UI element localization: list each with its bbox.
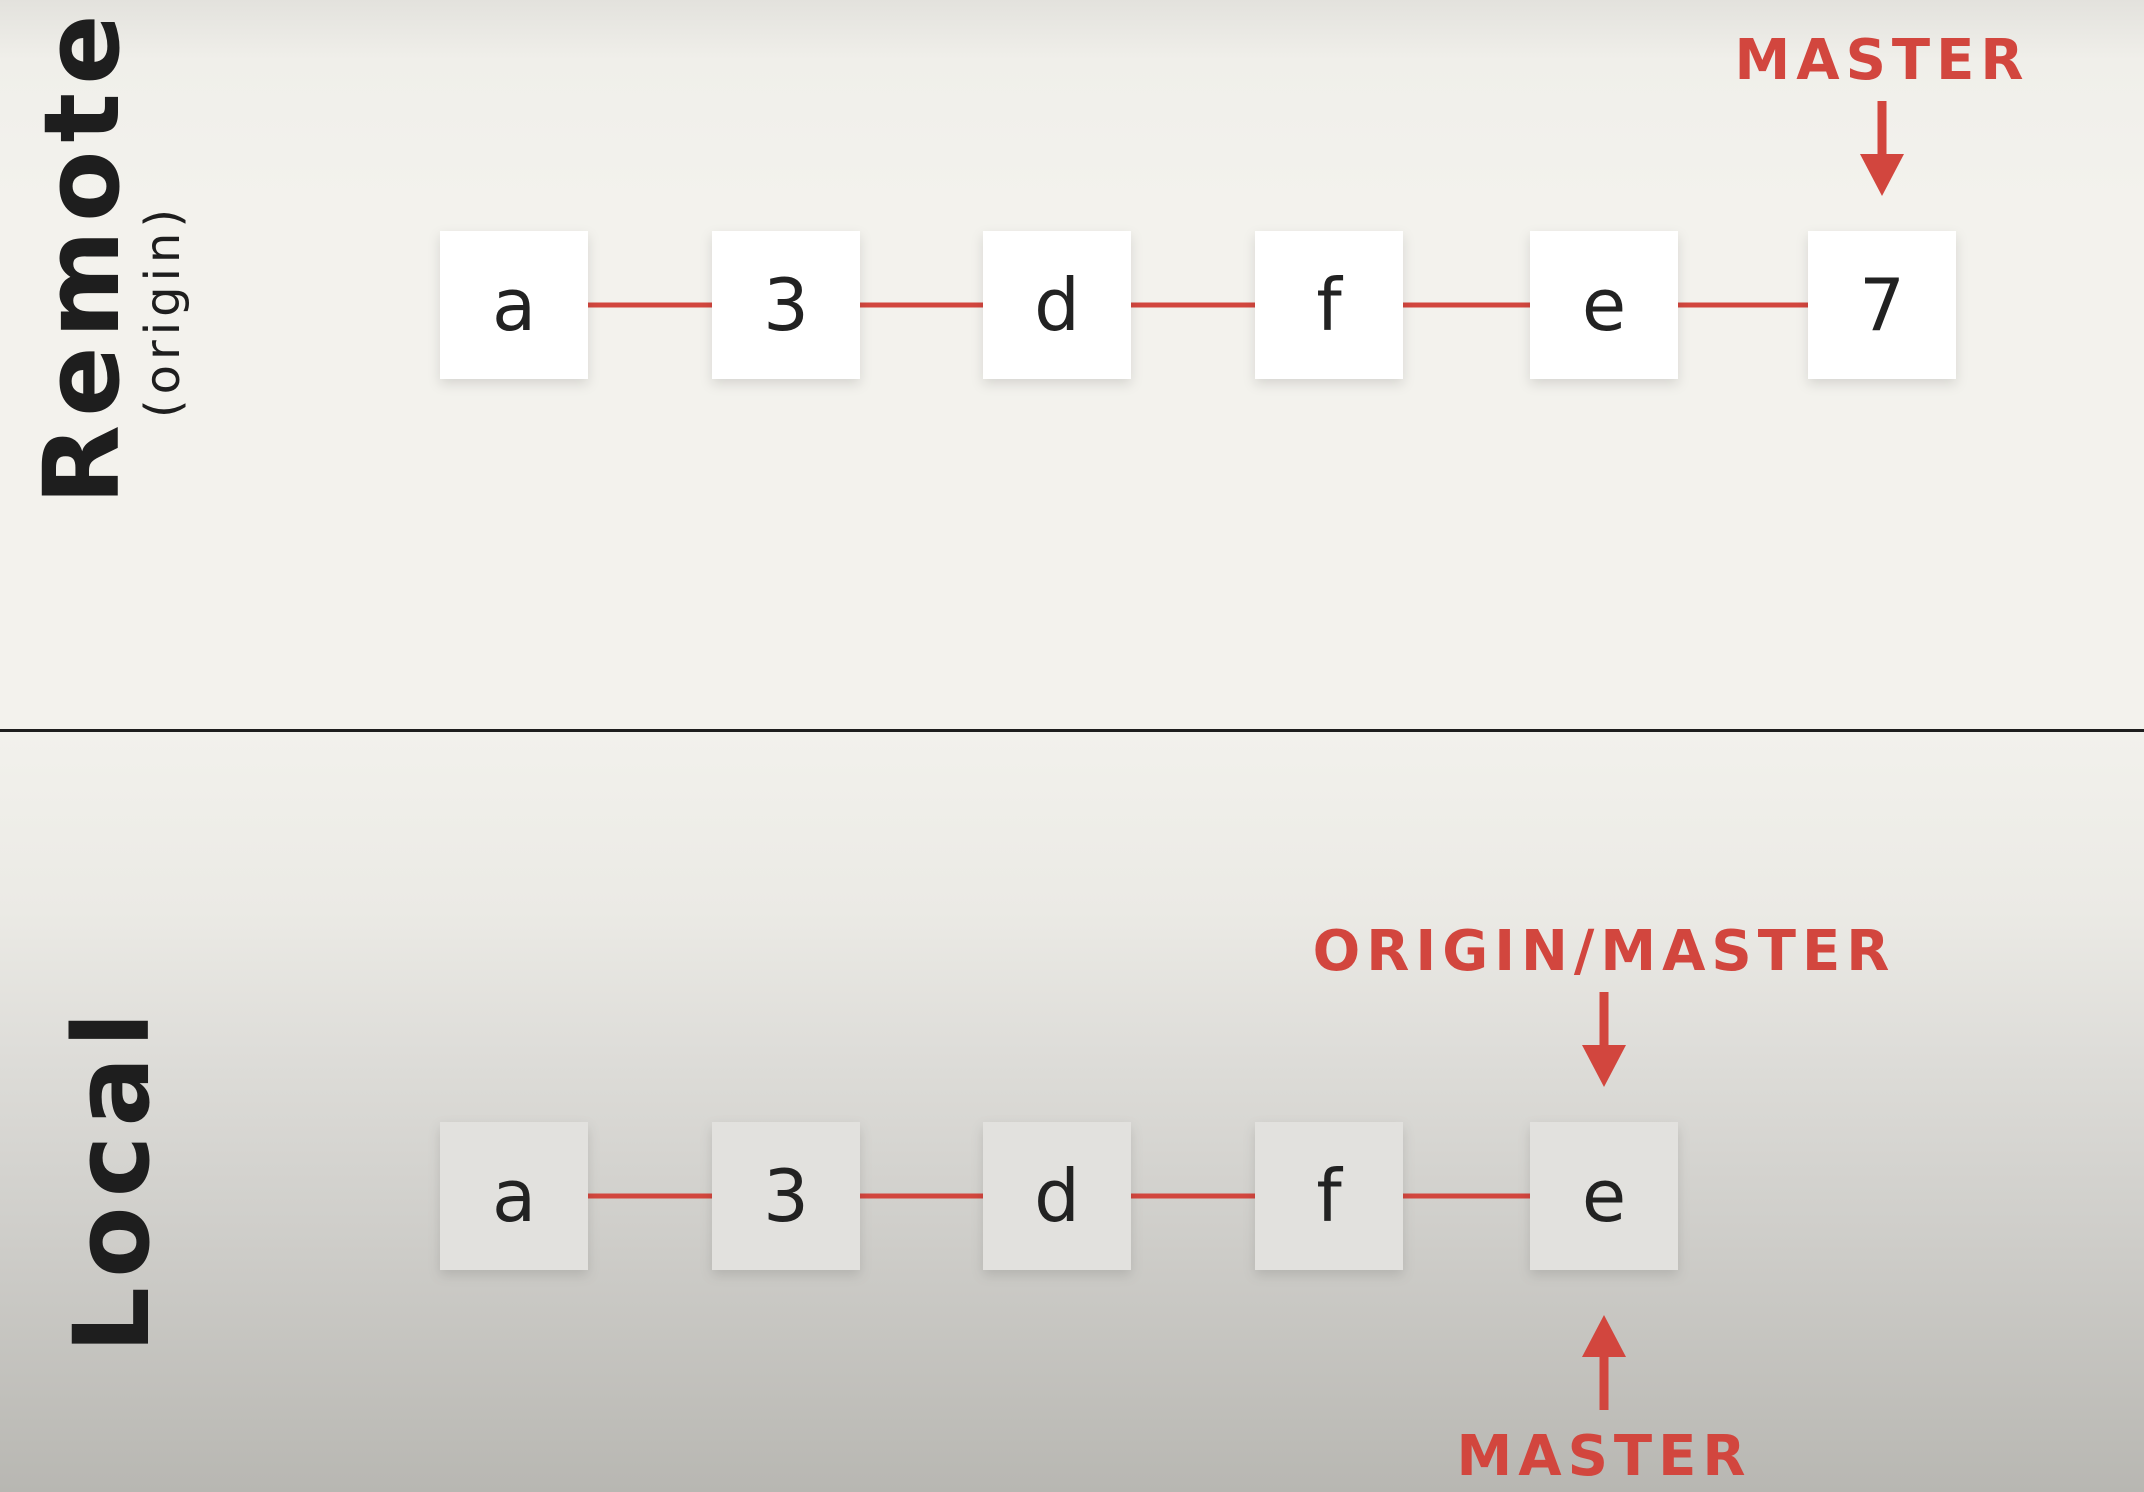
remote-commit-box <box>712 231 860 379</box>
local-commit-label: f <box>1316 1154 1343 1238</box>
local-commit-box <box>1530 1122 1678 1270</box>
section-divider <box>0 729 2144 732</box>
local-pointer-origin-master: ORIGIN/MASTER <box>1313 919 1896 1087</box>
local-commit-label: 3 <box>763 1154 809 1238</box>
local-pointer-master: MASTER <box>1457 1315 1752 1489</box>
remote-commit-box <box>983 231 1131 379</box>
remote-commit-label: 7 <box>1859 263 1905 347</box>
remote-commit-label: d <box>1034 263 1080 347</box>
local-commit-row: a 3 d f e <box>440 1122 1678 1270</box>
pointer-arrow-head <box>1582 1315 1626 1357</box>
local-commit-box <box>712 1122 860 1270</box>
local-commit-box <box>1255 1122 1403 1270</box>
remote-commit-box <box>1808 231 1956 379</box>
remote-commit-label: 3 <box>763 263 809 347</box>
local-commit-box <box>983 1122 1131 1270</box>
pointer-label: ORIGIN/MASTER <box>1313 919 1896 984</box>
pointer-label: MASTER <box>1735 28 2030 93</box>
pointer-arrow-head <box>1860 154 1904 196</box>
branch-pointers: MASTER ORIGIN/MASTER MASTER <box>1313 28 2030 1489</box>
remote-pointer-master: MASTER <box>1735 28 2030 196</box>
pointer-arrow-head <box>1582 1045 1626 1087</box>
remote-commit-label: f <box>1316 263 1343 347</box>
local-commit-label: e <box>1582 1154 1626 1238</box>
remote-commit-row: a 3 d f e 7 <box>440 231 1956 379</box>
remote-commit-box <box>440 231 588 379</box>
local-commit-label: a <box>492 1154 536 1238</box>
local-panel <box>0 732 2144 1492</box>
pointer-label: MASTER <box>1457 1424 1752 1489</box>
remote-commit-label: a <box>492 263 536 347</box>
remote-commit-label: e <box>1582 263 1626 347</box>
remote-commit-box <box>1255 231 1403 379</box>
local-commit-box <box>440 1122 588 1270</box>
local-commit-label: d <box>1034 1154 1080 1238</box>
remote-commit-box <box>1530 231 1678 379</box>
